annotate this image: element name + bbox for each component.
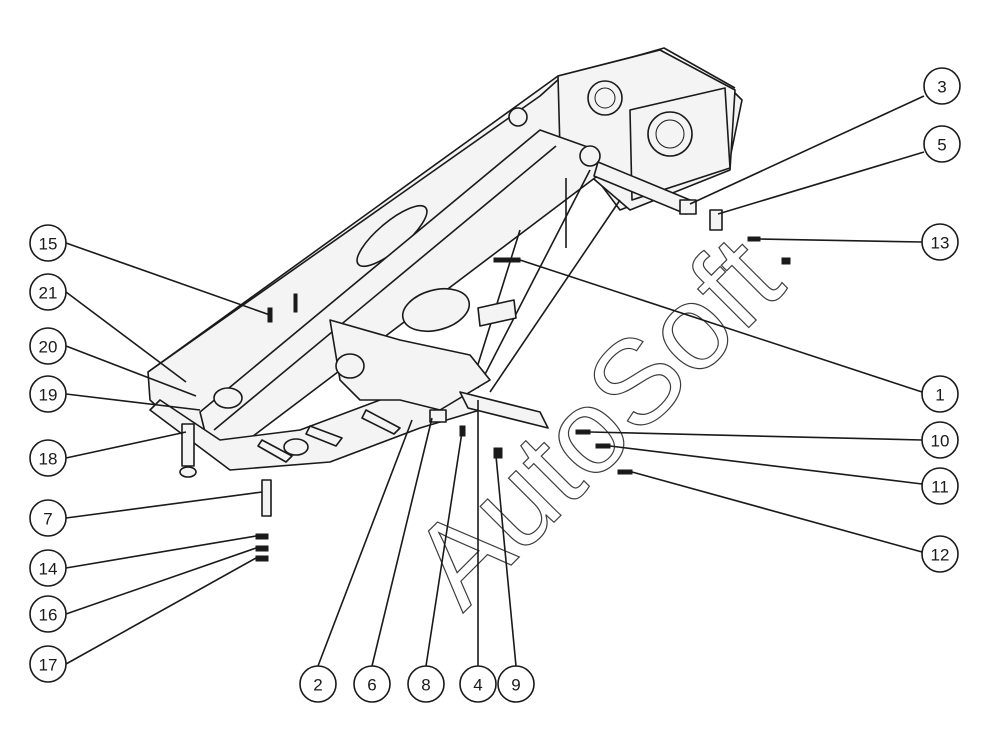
leader-15	[65, 242, 271, 316]
svg-text:16: 16	[39, 606, 58, 625]
leader-20	[65, 345, 197, 397]
svg-text:13: 13	[931, 234, 950, 253]
part-5-bracket	[709, 209, 723, 231]
svg-text:10: 10	[931, 432, 950, 451]
callout-19: 19	[29, 375, 67, 413]
svg-text:5: 5	[937, 136, 946, 155]
callout-7: 7	[29, 499, 67, 537]
svg-text:1: 1	[935, 386, 944, 405]
svg-text:4: 4	[473, 676, 482, 695]
base-hole-left	[335, 353, 365, 379]
leader-5	[717, 151, 925, 215]
svg-text:14: 14	[39, 560, 58, 579]
leader-3	[689, 95, 925, 205]
svg-text:20: 20	[39, 338, 58, 357]
leader-16	[65, 547, 257, 615]
part-1-rod	[493, 257, 521, 263]
leader-10	[589, 431, 923, 441]
rib-left	[257, 439, 293, 463]
frame-hole-top	[508, 107, 528, 127]
leader-14	[65, 535, 257, 569]
svg-text:9: 9	[511, 676, 520, 695]
head-flange-front-inner	[655, 119, 685, 149]
callout-1: 1	[921, 375, 959, 413]
part-7-pin	[261, 479, 272, 517]
svg-text:2: 2	[313, 676, 322, 695]
callout-17: 17	[29, 645, 67, 683]
callouts: 15 21 20 19 18 7 14 16 17 2 6 8 4 9 3 5 …	[29, 67, 961, 703]
leader-1	[519, 259, 923, 393]
leader-lines	[65, 95, 925, 667]
callout-15: 15	[29, 224, 67, 262]
base-hole-bottom	[283, 438, 309, 456]
callout-4: 4	[459, 665, 497, 703]
head-flange-top-inner	[594, 87, 616, 109]
part-9-bolt	[493, 447, 503, 459]
rib-right	[361, 409, 401, 435]
rib-center	[305, 425, 343, 447]
leader-13	[759, 238, 923, 243]
left-foot	[179, 466, 197, 478]
leader-2	[317, 419, 413, 667]
svg-text:21: 21	[39, 284, 58, 303]
brace-strut-mid	[477, 169, 591, 389]
svg-text:11: 11	[931, 478, 949, 497]
part-13-bolt	[747, 236, 761, 242]
leader-21	[65, 291, 187, 383]
svg-text:19: 19	[39, 386, 58, 405]
base-hole-corner	[213, 387, 243, 409]
callout-2: 2	[299, 665, 337, 703]
callout-6: 6	[353, 665, 391, 703]
leader-12	[631, 471, 923, 553]
part-16-washer	[255, 545, 269, 552]
callout-8: 8	[407, 665, 445, 703]
brace-strut-right	[489, 199, 621, 393]
callout-9: 9	[497, 665, 535, 703]
leader-9	[495, 455, 517, 667]
callout-10: 10	[921, 421, 959, 459]
callout-5: 5	[923, 125, 961, 163]
callout-12: 12	[921, 535, 959, 573]
part-14-nut	[255, 533, 269, 540]
svg-text:3: 3	[937, 78, 946, 97]
frame-assembly-drawing	[147, 47, 743, 478]
part-13-nut	[781, 257, 791, 265]
bracket-mid	[477, 299, 517, 327]
leader-18	[65, 431, 187, 459]
leader-19	[65, 393, 201, 411]
base-oval-window	[401, 287, 471, 333]
head-flange-top	[587, 80, 623, 116]
leader-6	[371, 417, 433, 667]
svg-text:15: 15	[39, 235, 58, 254]
callout-14: 14	[29, 549, 67, 587]
leader-17	[65, 557, 257, 665]
boom-arm-ridge	[213, 145, 557, 431]
svg-text:8: 8	[421, 676, 430, 695]
svg-text:7: 7	[43, 510, 52, 529]
bracket-lower	[459, 391, 549, 429]
part-8-pin	[459, 425, 466, 437]
leader-7	[65, 491, 263, 519]
boom-pivot	[579, 145, 601, 167]
head-flange-front	[647, 111, 693, 157]
callout-13: 13	[921, 223, 959, 261]
leader-11	[609, 445, 923, 485]
callout-21: 21	[29, 273, 67, 311]
callout-20: 20	[29, 327, 67, 365]
part-6-plate	[429, 409, 447, 423]
leader-8	[425, 431, 463, 667]
svg-text:12: 12	[931, 546, 950, 565]
svg-text:17: 17	[39, 656, 58, 675]
callout-16: 16	[29, 595, 67, 633]
left-post	[181, 423, 195, 467]
callout-18: 18	[29, 439, 67, 477]
svg-text:6: 6	[367, 676, 376, 695]
svg-text:18: 18	[39, 450, 58, 469]
part-15-bolt-b	[293, 293, 298, 313]
callout-11: 11	[921, 467, 959, 505]
part-17-nut	[255, 555, 269, 562]
callout-3: 3	[923, 67, 961, 105]
